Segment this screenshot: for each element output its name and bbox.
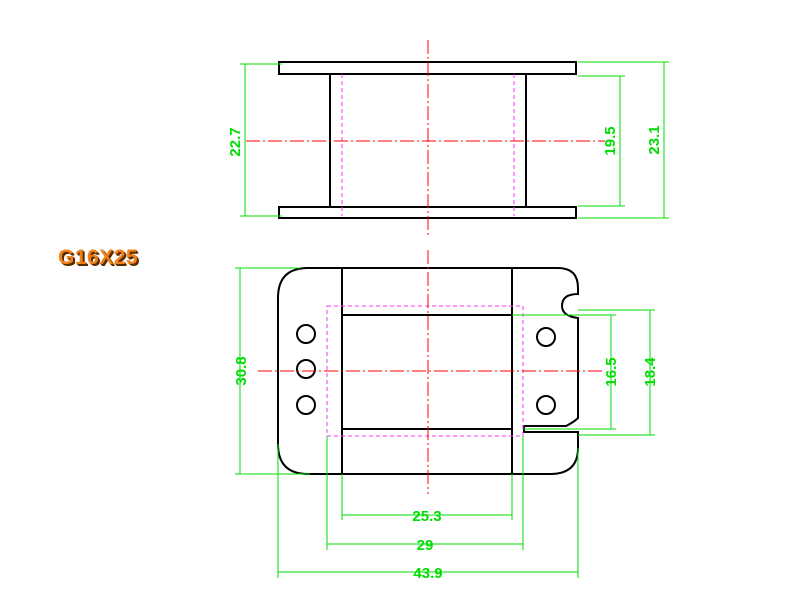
pin-hole-icon xyxy=(536,395,556,415)
top-view: 22.7 19.5 23.1 xyxy=(227,40,669,236)
pin-hole-icon xyxy=(296,395,316,415)
pin-hole-icon xyxy=(296,359,316,379)
plan-outline xyxy=(277,267,579,475)
dim-label-16-5: 16.5 xyxy=(603,357,620,386)
core-window xyxy=(341,314,513,430)
bottom-view: 30.8 16.5 18.4 25.3 29 43.9 xyxy=(233,250,659,582)
dim-label-19-5: 19.5 xyxy=(602,126,619,155)
pin-hole-icon xyxy=(296,324,316,344)
pin-hole-icon xyxy=(536,327,556,347)
part-title: G16X25 xyxy=(58,246,139,269)
dim-label-23-1: 23.1 xyxy=(646,125,663,154)
bottom-flange xyxy=(278,206,577,219)
dim-label-25-3: 25.3 xyxy=(412,508,441,525)
dim-label-43-9: 43.9 xyxy=(413,565,442,582)
top-flange xyxy=(278,61,577,75)
dim-label-22-7: 22.7 xyxy=(227,127,244,156)
dim-label-30-8: 30.8 xyxy=(233,356,250,385)
dim-label-29: 29 xyxy=(417,537,434,554)
dim-label-18-4: 18.4 xyxy=(642,357,659,387)
